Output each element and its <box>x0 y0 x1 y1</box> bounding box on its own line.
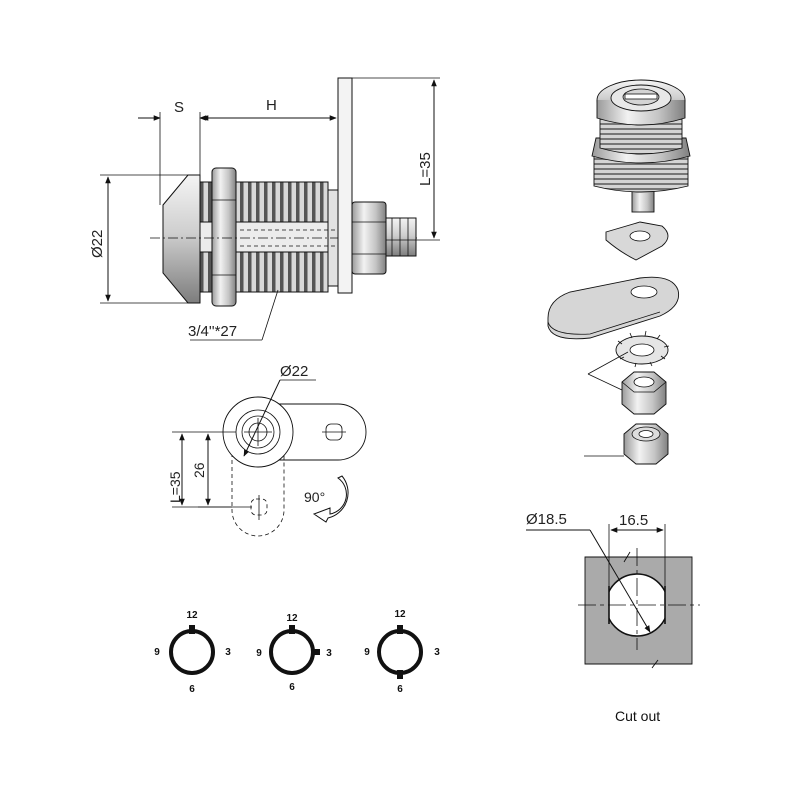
clock-label-9: 9 <box>154 647 160 658</box>
clock-label-3: 3 <box>225 647 231 658</box>
cutout-flat-label: 16.5 <box>619 512 648 529</box>
lock-head-face <box>162 174 201 304</box>
cam-front-view: Ø22 L=35 26 90° <box>167 363 367 537</box>
clock-label-6: 6 <box>397 684 403 695</box>
cutout-diagram: 16.5 Ø18.5 Cut out <box>526 511 700 724</box>
exploded-assembly <box>547 79 691 465</box>
body-hex-nut <box>211 167 237 307</box>
position-stop-12 <box>189 625 195 634</box>
position-stop-6 <box>397 670 403 679</box>
cap-nut <box>623 423 669 465</box>
clock-label-12: 12 <box>394 609 406 620</box>
clock-label-12: 12 <box>286 613 298 624</box>
rotation-arrow-icon <box>312 475 349 523</box>
cam-offset-label: 26 <box>191 462 207 478</box>
cam-arm-rotated <box>231 432 285 537</box>
clock-label-3: 3 <box>434 647 440 658</box>
cutout-caption: Cut out <box>615 708 660 724</box>
position-diagrams: 12 3 6 9 12 3 6 9 12 3 6 9 <box>154 609 440 695</box>
long-cam <box>547 276 680 340</box>
cam-length-label: L=35 <box>167 471 183 503</box>
position-diagram-2: 12 3 6 9 <box>256 613 332 693</box>
end-nut <box>351 201 387 275</box>
position-stop-3 <box>311 649 320 655</box>
shaft <box>385 217 417 257</box>
dim-length-label: L=35 <box>417 152 434 186</box>
lock-cylinder <box>591 79 691 213</box>
position-ring <box>169 629 215 675</box>
star-washer <box>615 330 670 368</box>
position-stop-12 <box>397 625 403 634</box>
hex-nut <box>621 371 667 415</box>
clock-label-6: 6 <box>289 682 295 693</box>
dim-s-label: S <box>174 99 184 116</box>
rotation-label: 90° <box>304 489 325 505</box>
cam-plate <box>337 77 353 294</box>
cam-diameter-label: Ø22 <box>280 363 308 380</box>
clock-label-6: 6 <box>189 684 195 695</box>
thread-spec-label: 3/4''*27 <box>188 323 237 340</box>
position-ring <box>269 629 315 675</box>
cutout-diameter-label: Ø18.5 <box>526 511 567 528</box>
position-diagram-1: 12 3 6 9 <box>154 610 231 695</box>
position-ring <box>377 629 423 675</box>
clock-label-9: 9 <box>364 647 370 658</box>
clock-label-12: 12 <box>186 610 198 621</box>
dim-diameter-label: Ø22 <box>89 230 106 258</box>
position-stop-12 <box>289 625 295 634</box>
position-diagram-3: 12 3 6 9 <box>364 609 440 695</box>
dim-h-label: H <box>266 97 277 114</box>
clock-label-3: 3 <box>326 648 332 659</box>
side-view: S H Ø22 L=35 3/4''*27 <box>89 77 440 341</box>
clock-label-9: 9 <box>256 648 262 659</box>
